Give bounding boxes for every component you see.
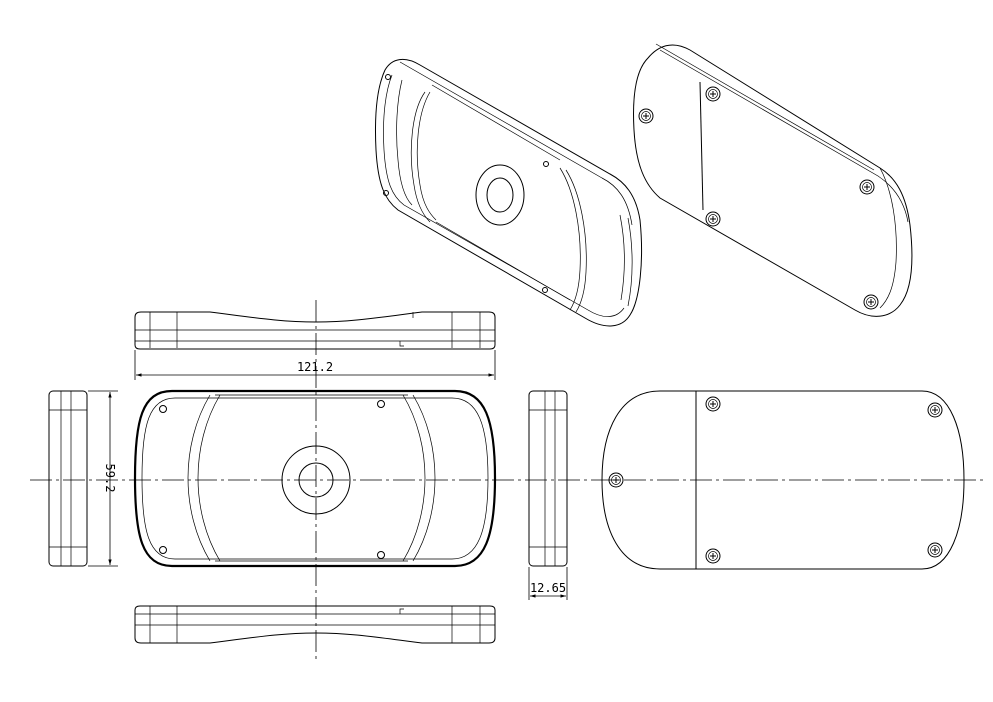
center-lines: [30, 300, 985, 662]
dimension-width: 59.2: [88, 390, 118, 567]
right-side-view: [528, 390, 568, 567]
isometric-front-view: [374, 58, 642, 327]
left-side-view: [48, 390, 88, 567]
dimension-thickness: 12.65: [528, 567, 568, 600]
dimension-thickness-label: 12.65: [530, 581, 566, 595]
top-view: [134, 311, 496, 350]
isometric-back-view: [633, 43, 913, 317]
dimension-length: 121.2: [134, 350, 496, 380]
front-view: [133, 389, 497, 568]
dimension-length-label: 121.2: [297, 360, 333, 374]
bottom-view: [134, 605, 496, 644]
dimension-width-label: 59.2: [103, 464, 117, 493]
